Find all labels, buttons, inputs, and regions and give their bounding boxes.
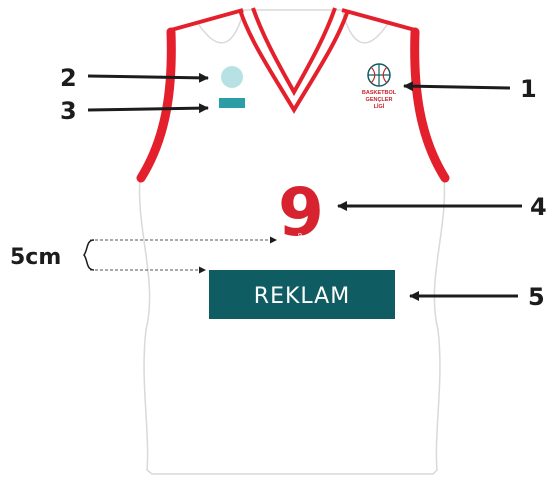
league-logo-line-2: GENÇLER [366,97,393,103]
dimension-label: 5cm [10,245,61,270]
league-logo-line-1: BASKETBOL [362,90,397,96]
sponsor-box [209,270,395,319]
teal-bar-icon [219,98,245,108]
right-armhole-trim [410,27,450,183]
callout-arrow-2 [87,72,209,83]
left-shoulder-trim [170,8,244,32]
jersey-number: 9 [278,174,324,251]
right-shoulder-trim [341,8,416,32]
callout-arrow-1 [403,81,511,92]
dimension-indicator: 5cm [10,236,277,274]
sponsor-text: REKLAM [254,284,350,309]
jersey [136,7,450,475]
basketball-logo-icon [367,63,391,87]
circle-logo-icon [221,66,243,88]
callout-label-3: 3 [60,97,77,125]
neckline-inner-trim [251,7,337,97]
callout-label-4: 4 [530,193,547,221]
dimension-brace [83,239,95,271]
jersey-small-number: 9 [298,232,302,240]
callout-label-5: 5 [528,283,545,311]
neckline-trim [238,9,350,114]
left-armhole-trim [136,27,176,183]
callout-label-1: 1 [520,75,537,103]
league-logo-line-3: LİGİ [374,103,385,110]
callout-label-2: 2 [60,64,77,92]
league-logo: BASKETBOL GENÇLER LİGİ [362,63,397,110]
callout-arrow-3 [87,103,209,114]
